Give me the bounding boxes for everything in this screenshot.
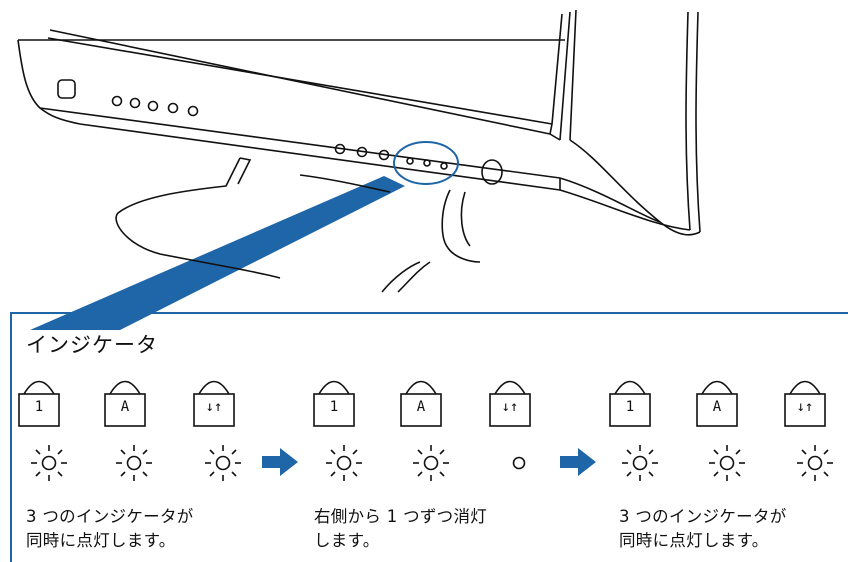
indicator-key-scroll: ↓↑	[485, 370, 535, 428]
caption-step-1: 3 つのインジケータが 同時に点灯します。	[26, 507, 194, 550]
lit-lamp-icon	[709, 445, 745, 481]
lit-lamp-icon	[326, 445, 362, 481]
key-label: A	[416, 399, 426, 415]
front-panel-buttons	[57, 79, 503, 185]
key-label: ↓↑	[205, 399, 223, 415]
key-label: A	[712, 399, 722, 415]
lit-lamp-icon	[413, 445, 449, 481]
power-button	[481, 159, 503, 185]
keyboard-indicator-icon	[18, 380, 60, 427]
indicator-key-scroll: ↓↑	[780, 370, 830, 428]
indicator-key-a: A	[396, 370, 446, 428]
lit-lamp-icon	[31, 445, 67, 481]
indicator-panel	[10, 312, 848, 562]
indicator-key-a: A	[692, 370, 742, 428]
lit-lamp-icon	[205, 445, 241, 481]
indicator-key-a: A	[100, 370, 150, 428]
key-label: 1	[329, 399, 339, 415]
monitor-stand	[115, 157, 481, 293]
indicator-key-scroll: ↓↑	[189, 370, 239, 428]
keyboard-indicator-icon	[313, 380, 355, 427]
indicator-key-1: 1	[605, 370, 655, 428]
zoom-callout-beam	[30, 176, 405, 330]
right-arrow-icon	[262, 448, 298, 476]
monitor-bezel	[17, 9, 701, 236]
key-label: 1	[625, 399, 635, 415]
keyboard-indicator-icon	[696, 380, 738, 427]
lit-lamp-icon	[622, 445, 658, 481]
indicator-highlight-ring	[393, 141, 459, 185]
indicator-key-1: 1	[14, 370, 64, 428]
indicator-key-1: 1	[309, 370, 359, 428]
key-label: 1	[34, 399, 44, 415]
key-label: A	[120, 399, 130, 415]
front-square-button	[57, 79, 76, 99]
right-arrow-icon	[560, 448, 596, 476]
keyboard-indicator-icon	[104, 380, 146, 427]
keyboard-indicator-icon	[784, 380, 826, 427]
panel-title: インジケータ	[26, 333, 158, 357]
key-label: ↓↑	[501, 399, 519, 415]
keyboard-indicator-icon	[609, 380, 651, 427]
keyboard-indicator-icon	[400, 380, 442, 427]
unlit-lamp-icon	[512, 456, 526, 470]
lit-lamp-icon	[797, 445, 833, 481]
keyboard-indicator-icon	[193, 380, 235, 427]
keyboard-indicator-icon	[489, 380, 531, 427]
caption-step-2: 右側から 1 つずつ消灯 します。	[314, 507, 488, 550]
key-label: ↓↑	[796, 399, 814, 415]
caption-step-3: 3 つのインジケータが 同時に点灯します。	[619, 507, 787, 550]
lit-lamp-icon	[116, 445, 152, 481]
